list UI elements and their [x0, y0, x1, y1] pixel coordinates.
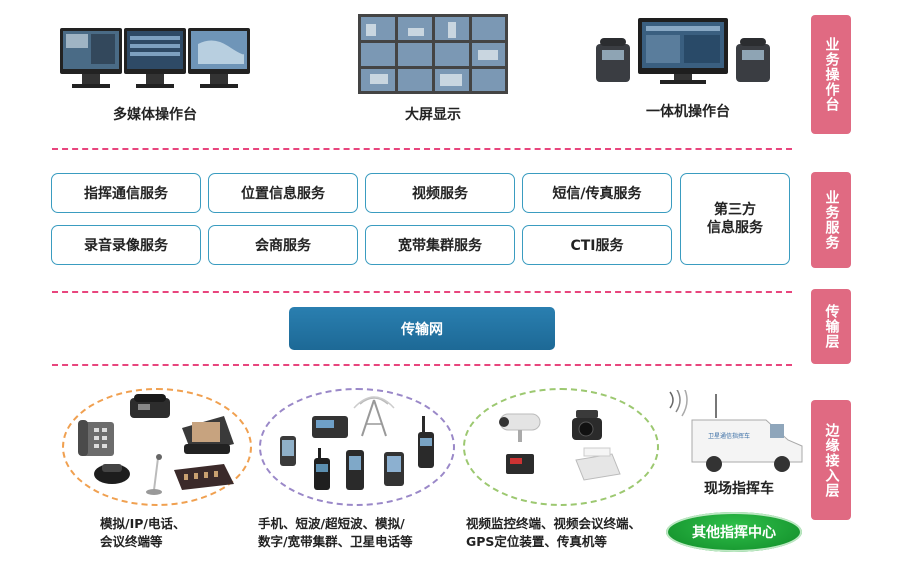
handheld-terminal-icon: [346, 450, 364, 490]
big-screen-image: [358, 14, 508, 94]
microphone-icon: [146, 454, 162, 495]
surveillance-camera-icon: [499, 413, 541, 442]
ellipse-telephony: [62, 388, 252, 506]
transport-network: 传输网: [289, 307, 555, 350]
mobile-phone-icon: [280, 436, 296, 466]
big-screen-label: 大屏显示: [405, 107, 461, 123]
desk-phone-icon: [130, 394, 170, 418]
other-command-center: 其他指挥中心: [666, 512, 802, 552]
ellipse-video: [463, 388, 659, 506]
side-label-business-ops: 业务操作台: [811, 15, 851, 134]
service-video: 视频服务: [365, 173, 515, 213]
command-vehicle-label: 现场指挥车: [704, 481, 774, 497]
caption-radio: 手机、短波/超短波、模拟/ 数字/宽带集群、卫星电话等: [258, 516, 413, 549]
caption-video: 视频监控终端、视频会议终端、 GPS定位装置、传真机等: [466, 516, 642, 549]
command-vehicle-image: 卫星通信指挥车: [669, 390, 803, 472]
multimedia-console-image: [60, 28, 250, 88]
tower-icon: [353, 396, 395, 437]
smart-radio-icon: [384, 452, 404, 486]
caption-telephony: 模拟/IP/电话、 会议终端等: [100, 516, 186, 549]
car-radio-icon: [312, 416, 348, 438]
vehicle-side-text: 卫星通信指挥车: [708, 432, 750, 440]
audio-mixer-icon: [174, 464, 234, 490]
video-phone-icon: [182, 416, 234, 454]
third-party-line2: 信息服务: [707, 220, 763, 236]
ip-phone-icon: [78, 420, 114, 456]
walkie-talkie-icon: [314, 448, 330, 490]
digital-radio-icon: [418, 416, 434, 468]
side-label-business-service: 业务服务: [811, 172, 851, 268]
gps-device-icon: [506, 454, 534, 474]
service-broadband-trunking: 宽带集群服务: [365, 225, 515, 265]
video-devices-image: [499, 410, 621, 481]
separator-line: [52, 148, 792, 150]
service-recording: 录音录像服务: [51, 225, 201, 265]
separator-line: [52, 291, 792, 293]
third-party-line1: 第三方: [714, 202, 756, 218]
telephony-devices-image: [78, 394, 234, 495]
side-label-transport: 传输层: [811, 289, 851, 364]
conference-phone-icon: [94, 464, 130, 484]
all-in-one-console-image: [596, 18, 770, 84]
separator-line: [52, 364, 792, 366]
fax-machine-icon: [575, 447, 621, 481]
radio-devices-image: [280, 396, 434, 490]
service-cti: CTI服务: [522, 225, 672, 265]
all-in-one-console-label: 一体机操作台: [646, 104, 730, 120]
service-sms-fax: 短信/传真服务: [522, 173, 672, 213]
ptz-camera-icon: [572, 410, 602, 440]
multimedia-console-label: 多媒体操作台: [113, 107, 197, 123]
service-command-communication: 指挥通信服务: [51, 173, 201, 213]
service-third-party: 第三方 信息服务: [680, 173, 790, 265]
service-location-info: 位置信息服务: [208, 173, 358, 213]
ellipse-radio: [259, 388, 455, 506]
side-label-edge: 边缘接入层: [811, 400, 851, 520]
service-consultation: 会商服务: [208, 225, 358, 265]
